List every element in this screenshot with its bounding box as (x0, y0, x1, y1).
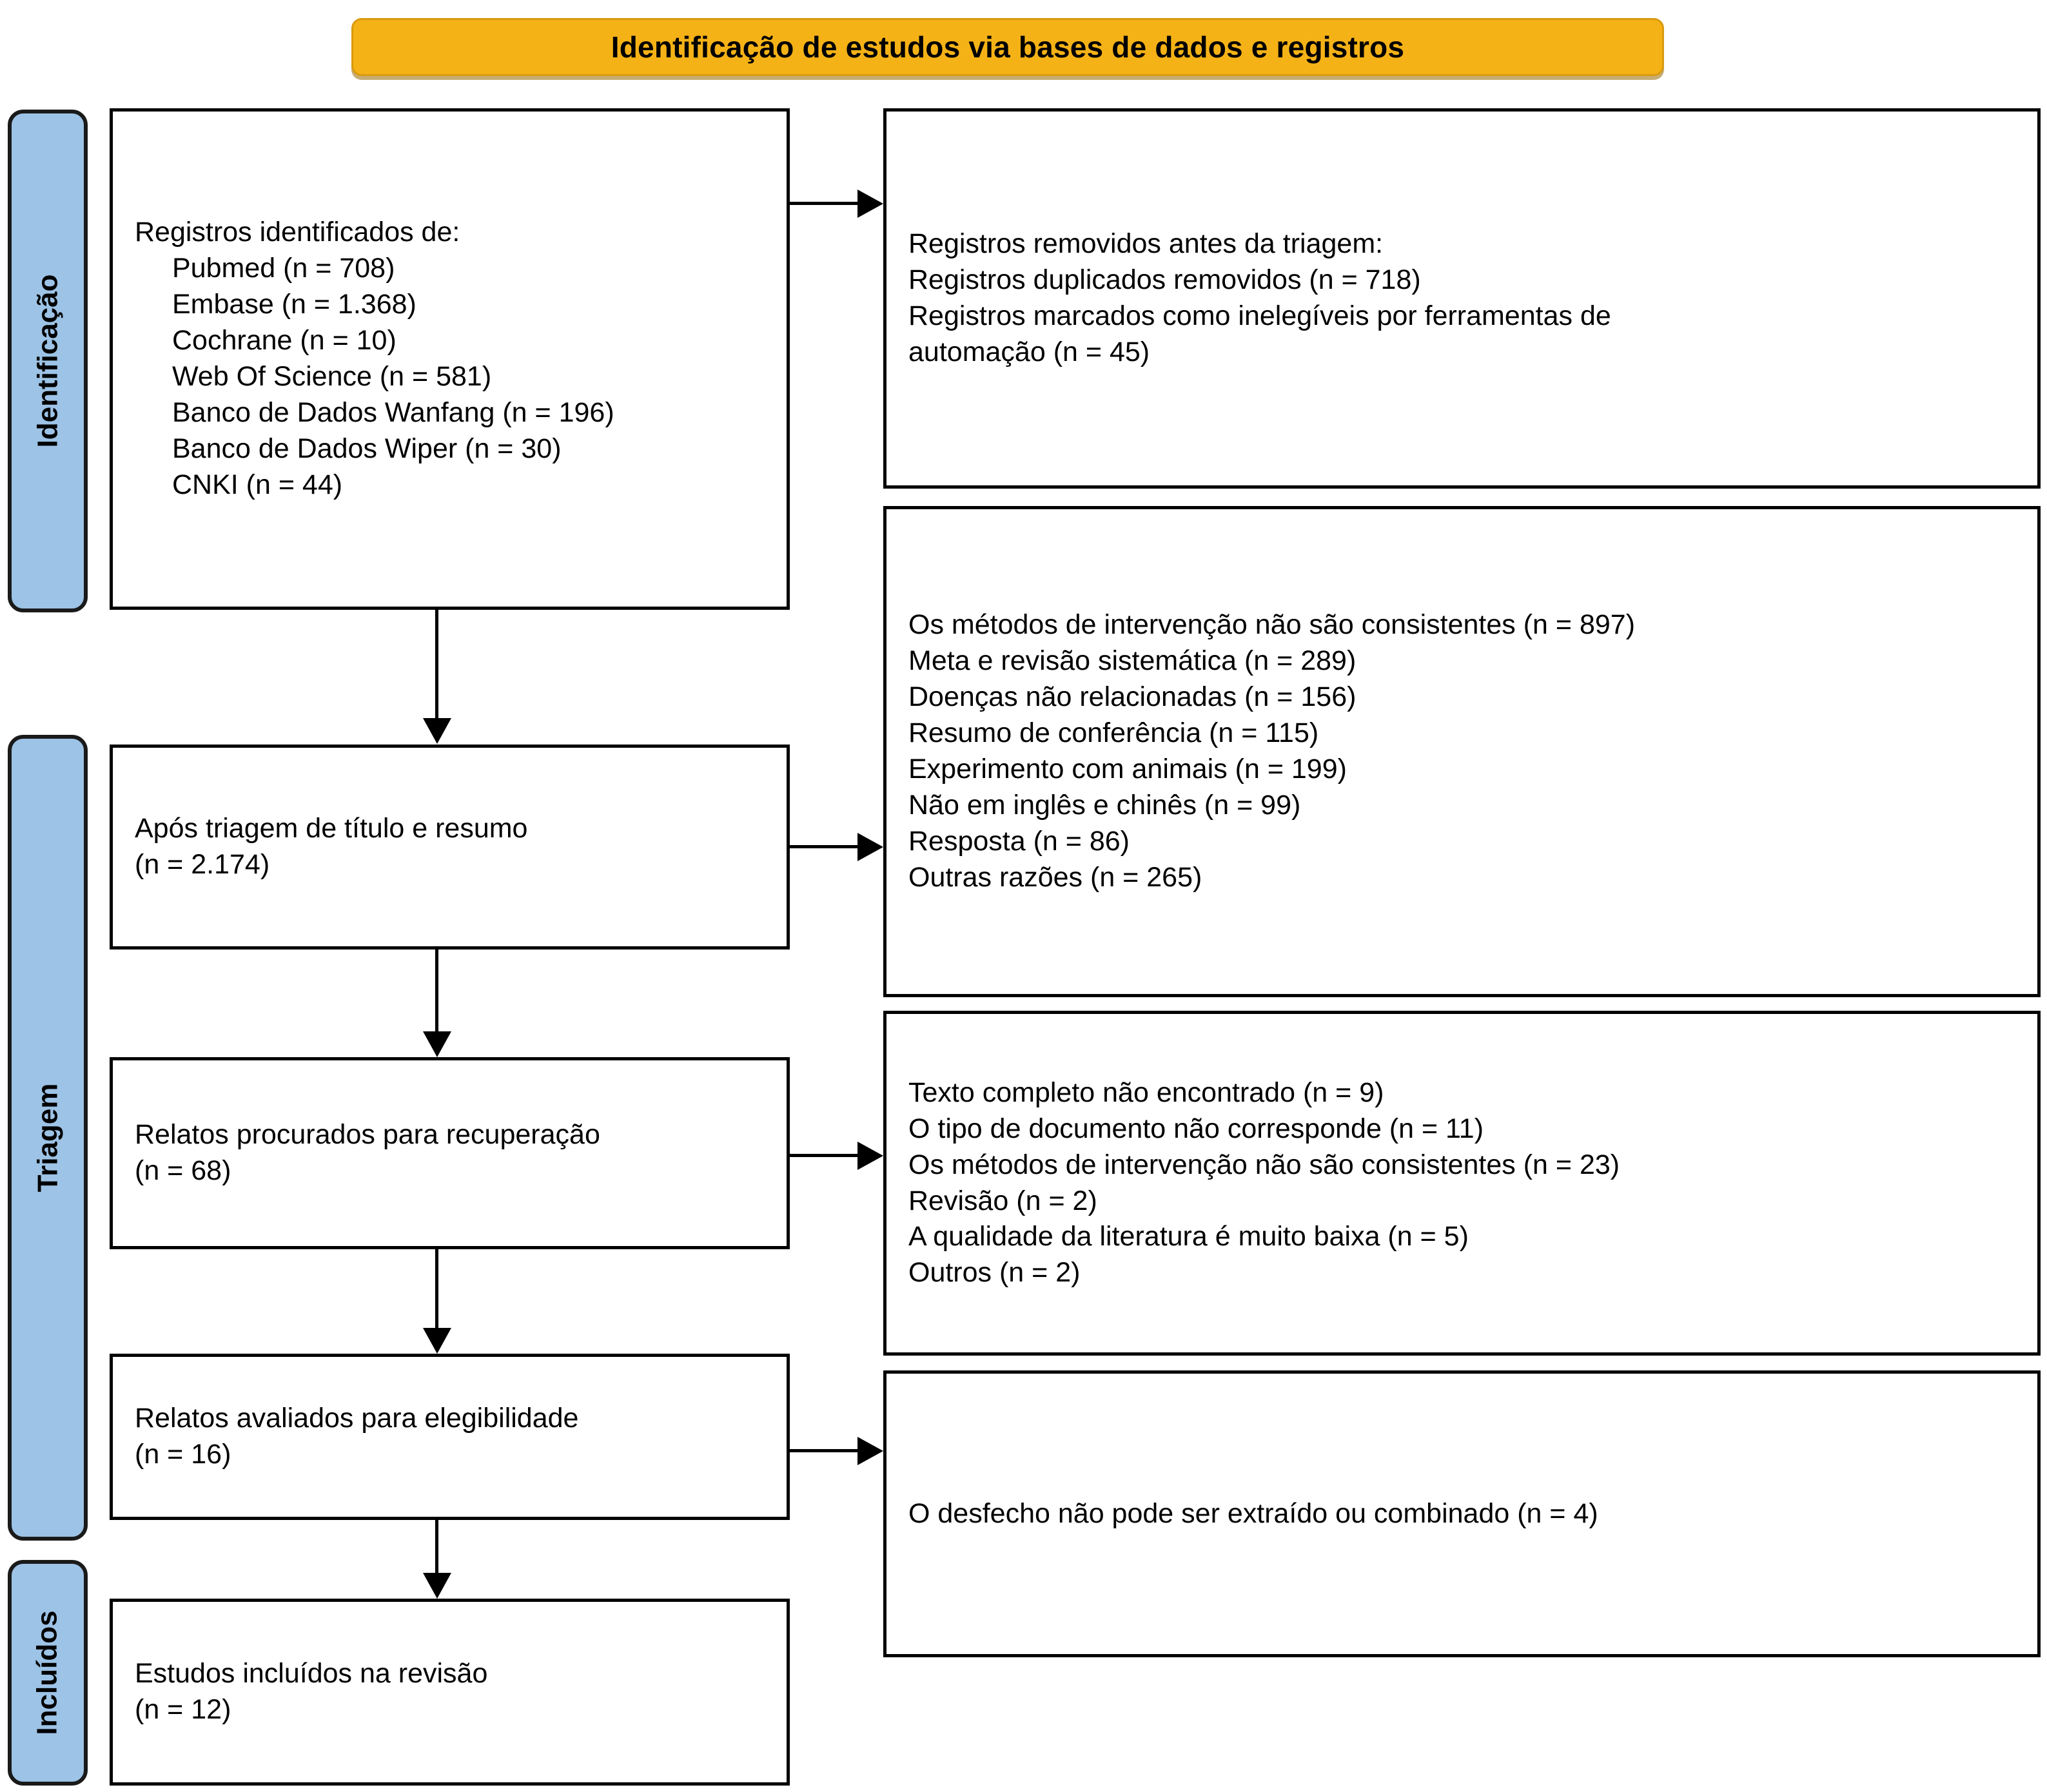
exclusion-screening-1: Os métodos de intervenção não são consis… (908, 609, 1636, 641)
phase-band-label-identificacao: Identificação (32, 274, 63, 448)
diagram-title-banner: Identificação de estudos via bases de da… (351, 18, 1664, 76)
node-studies-included: Estudos incluídos na revisão (n = 12) (110, 1599, 790, 1786)
exclusion-retrieval-4: Revisão (n = 2) (908, 1185, 1097, 1216)
source-wanfang: Banco de Dados Wanfang (n = 196) (172, 396, 614, 428)
records-removed-duplicates: Registros duplicados removidos (n = 718) (908, 264, 1421, 296)
phase-band-label-triagem: Triagem (32, 1083, 63, 1193)
source-web-of-science: Web Of Science (n = 581) (172, 361, 492, 392)
phase-band-incluidos: Incluídos (8, 1560, 88, 1786)
reports-assessed-count: (n = 16) (135, 1439, 231, 1470)
reports-sought-label: Relatos procurados para recuperação (135, 1119, 600, 1151)
node-reports-excluded-retrieval: Texto completo não encontrado (n = 9) O … (883, 1011, 2041, 1356)
exclusion-retrieval-2: O tipo de documento não corresponde (n =… (908, 1113, 1484, 1144)
records-removed-automation-2: automação (n = 45) (908, 336, 1150, 367)
exclusion-retrieval-3: Os métodos de intervenção não são consis… (908, 1149, 1620, 1180)
phase-band-label-incluidos: Incluídos (32, 1610, 63, 1735)
node-records-excluded-screening: Os métodos de intervenção não são consis… (883, 506, 2041, 997)
exclusion-screening-2: Meta e revisão sistemática (n = 289) (908, 645, 1357, 677)
exclusion-screening-3: Doenças não relacionadas (n = 156) (908, 681, 1357, 713)
phase-band-identificacao: Identificação (8, 110, 88, 612)
node-records-identified: Registros identificados de: Pubmed (n = … (110, 108, 790, 610)
exclusion-retrieval-1: Texto completo não encontrado (n = 9) (908, 1076, 1384, 1108)
source-cnki: CNKI (n = 44) (172, 469, 343, 500)
source-pubmed: Pubmed (n = 708) (172, 253, 395, 284)
records-screened-count: (n = 2.174) (135, 849, 270, 880)
exclusion-retrieval-5: A qualidade da literatura é muito baixa … (908, 1221, 1469, 1252)
diagram-title: Identificação de estudos via bases de da… (611, 30, 1405, 64)
node-reports-sought: Relatos procurados para recuperação (n =… (110, 1057, 790, 1249)
records-removed-automation-1: Registros marcados como inelegíveis por … (908, 300, 1611, 331)
records-screened-label: Após triagem de título e resumo (135, 813, 528, 844)
exclusion-screening-4: Resumo de conferência (n = 115) (908, 717, 1319, 749)
node-reports-assessed: Relatos avaliados para elegibilidade (n … (110, 1354, 790, 1520)
source-embase: Embase (n = 1.368) (172, 289, 416, 320)
source-wiper: Banco de Dados Wiper (n = 30) (172, 433, 562, 464)
reports-sought-count: (n = 68) (135, 1155, 231, 1186)
studies-included-count: (n = 12) (135, 1694, 231, 1725)
records-removed-heading: Registros removidos antes da triagem: (908, 228, 1384, 260)
exclusion-screening-8: Outras razões (n = 265) (908, 861, 1202, 893)
node-reports-excluded-eligibility: O desfecho não pode ser extraído ou comb… (883, 1370, 2041, 1657)
exclusion-retrieval-6: Outros (n = 2) (908, 1257, 1081, 1289)
node-records-screened: Após triagem de título e resumo (n = 2.1… (110, 745, 790, 950)
exclusion-screening-5: Experimento com animais (n = 199) (908, 754, 1347, 784)
exclusion-screening-6: Não em inglês e chinês (n = 99) (908, 789, 1301, 821)
records-identified-heading: Registros identificados de: (135, 217, 460, 248)
source-cochrane: Cochrane (n = 10) (172, 325, 397, 356)
exclusion-eligibility-1: O desfecho não pode ser extraído ou comb… (908, 1497, 1598, 1529)
phase-band-triagem: Triagem (8, 735, 88, 1541)
node-records-removed: Registros removidos antes da triagem: Re… (883, 108, 2041, 489)
studies-included-label: Estudos incluídos na revisão (135, 1658, 488, 1690)
reports-assessed-label: Relatos avaliados para elegibilidade (135, 1403, 579, 1434)
exclusion-screening-7: Resposta (n = 86) (908, 825, 1130, 857)
